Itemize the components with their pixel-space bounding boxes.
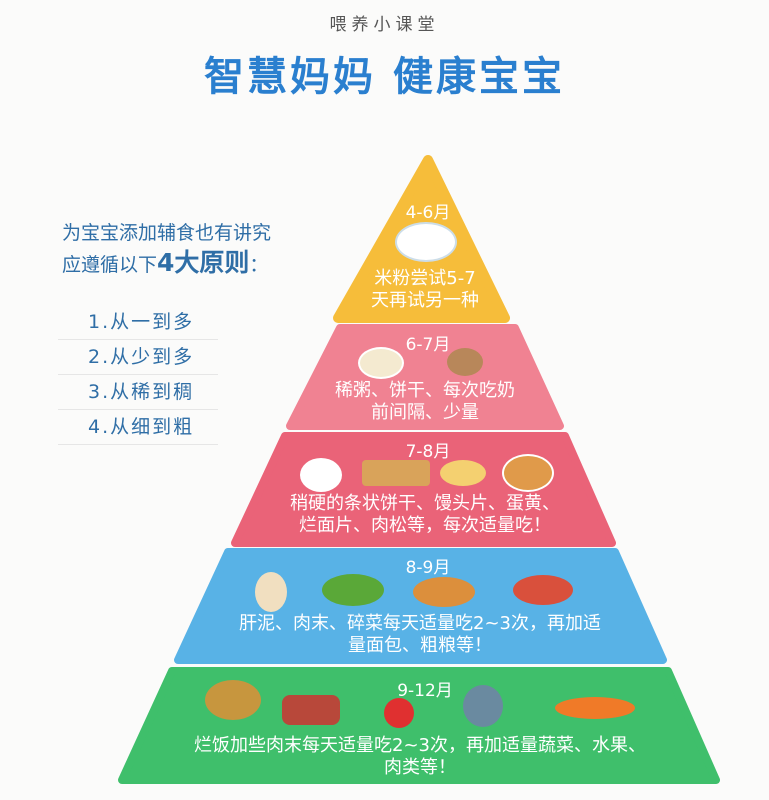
fish-icon — [463, 685, 503, 727]
subtitle: 喂养小课堂 — [329, 15, 440, 35]
egg-icon — [440, 460, 486, 486]
tier-text-line: 米粉尝试5-7 — [374, 268, 476, 289]
page-title: 智慧妈妈 健康宝宝 — [204, 54, 565, 100]
tier-text-line: 稍硬的条状饼干、馒头片、蛋黄、 — [290, 493, 560, 514]
tier-description: 烂饭加些肉末每天适量吃2~3次，再加适量蔬菜、水果、肉类等！ — [130, 735, 710, 779]
strawberry-icon — [384, 698, 414, 728]
tier-text-line: 肉类等！ — [384, 757, 456, 778]
rule-item: 4.从细到粗 — [58, 410, 218, 445]
intro-emphasis: 4大原则 — [157, 248, 250, 277]
tier-9-12 — [118, 667, 720, 784]
chicken-icon — [255, 572, 287, 612]
tier-text-line: 稀粥、饼干、每次吃奶 — [335, 380, 515, 401]
tier-age-label: 4-6月 — [405, 203, 451, 223]
tier-text-line: 烂饭加些肉末每天适量吃2~3次，再加适量蔬菜、水果、 — [194, 735, 646, 756]
carrot-icon — [555, 697, 635, 719]
intro-line-2: 应遵循以下4大原则： — [62, 248, 271, 280]
tier-description: 肝泥、肉末、碎菜每天适量吃2~3次，再加适量面包、粗粮等！ — [180, 613, 660, 657]
meat-icon — [282, 695, 340, 725]
intro-text: 为宝宝添加辅食也有讲究 应遵循以下4大原则： — [62, 218, 271, 280]
steamed-bun-icon — [300, 458, 342, 492]
tier-description: 稀粥、饼干、每次吃奶前间隔、少量 — [290, 380, 560, 424]
rice-bowl-icon — [205, 680, 261, 720]
porridge-icon — [358, 347, 404, 379]
noodles-icon — [502, 454, 554, 492]
tier-age-label: 7-8月 — [405, 442, 451, 462]
tier-age-label: 6-7月 — [405, 335, 451, 355]
cookie-icon — [447, 348, 483, 376]
rule-item: 1.从一到多 — [58, 305, 218, 340]
tier-age-label: 8-9月 — [405, 558, 451, 578]
tier-text-line: 量面包、粗粮等！ — [348, 635, 492, 656]
biscuits-icon — [362, 460, 430, 486]
tier-text-line: 天再试另一种 — [371, 290, 479, 311]
ham-icon — [513, 575, 573, 605]
vegetables-icon — [322, 574, 384, 606]
intro-prefix: 应遵循以下 — [62, 254, 158, 276]
rule-item: 3.从稀到稠 — [58, 375, 218, 410]
tier-text-line: 肝泥、肉末、碎菜每天适量吃2~3次，再加适 — [239, 613, 601, 634]
rules-list: 1.从一到多 2.从少到多 3.从稀到稠 4.从细到粗 — [58, 305, 218, 445]
intro-line-1: 为宝宝添加辅食也有讲究 — [62, 222, 272, 244]
intro-suffix: ： — [249, 254, 269, 276]
rice-cereal-bowl-icon — [395, 222, 457, 262]
tier-age-label: 9-12月 — [397, 681, 453, 701]
tier-text-line: 前间隔、少量 — [371, 402, 479, 423]
tier-6-7 — [286, 324, 564, 430]
tier-text-line: 烂面片、肉松等，每次适量吃！ — [299, 515, 551, 536]
tier-description: 稍硬的条状饼干、馒头片、蛋黄、烂面片、肉松等，每次适量吃！ — [240, 493, 610, 537]
rule-item: 2.从少到多 — [58, 340, 218, 375]
bread-icon — [413, 577, 475, 607]
